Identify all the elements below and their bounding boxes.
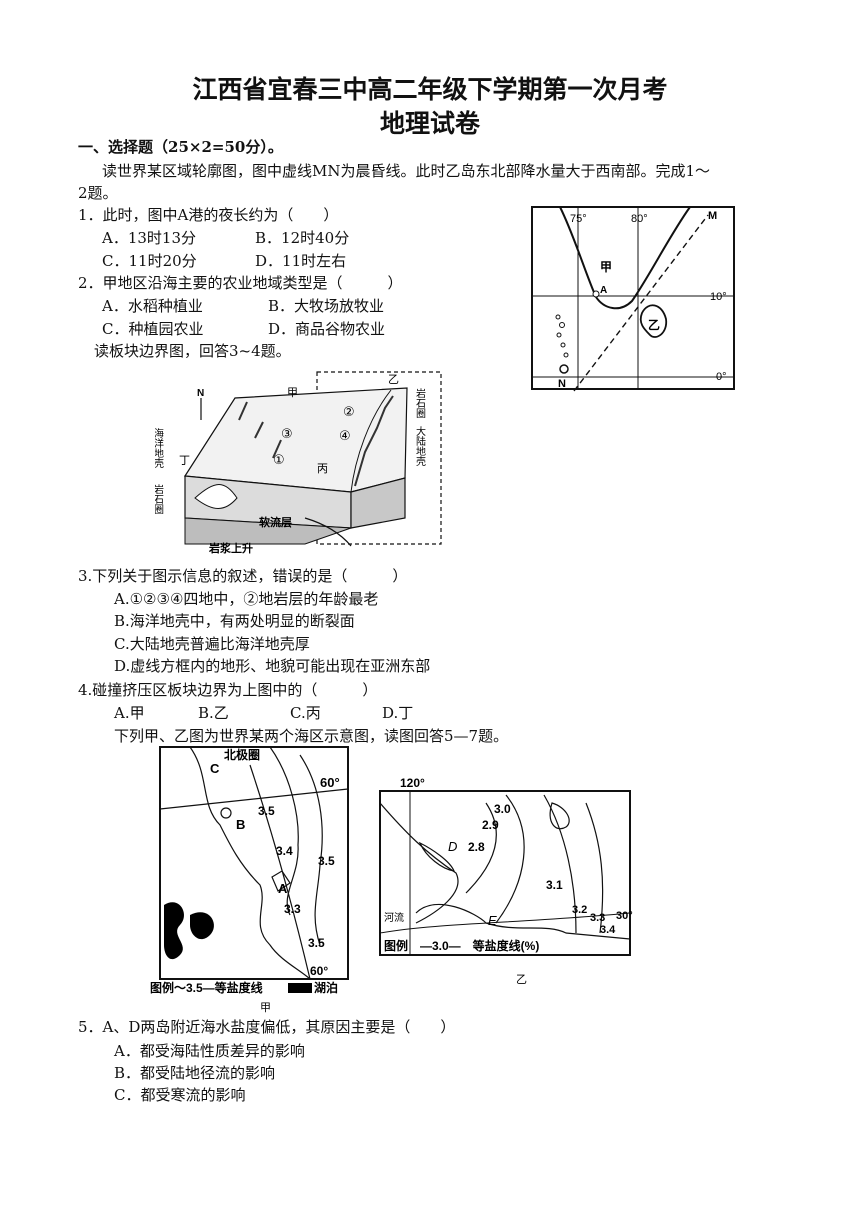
salinity-3-3: 3.3 (284, 902, 301, 916)
map-jia-caption: 甲 (260, 1002, 271, 1014)
legend-salinity: 图例～3.5—等盐度线 (150, 980, 263, 995)
lat-30-label: 30° (616, 910, 633, 922)
lon-120-label: 120° (400, 776, 425, 790)
question-3-option-d: D.虚线方框内的地形、地貌可能出现在亚洲东部 (114, 657, 431, 675)
lithosphere-right-label: 岩石圈 (414, 387, 426, 419)
question-4-option-b: B.乙 (198, 704, 229, 722)
question-1-option-c: C．11时20分 (102, 252, 197, 270)
label-circle-3: ③ (281, 426, 293, 441)
salinity-3-5-a: 3.5 (258, 804, 275, 818)
salinity-3-5-c: 3.5 (308, 936, 325, 950)
salinity-3-3: 3.3 (590, 912, 605, 924)
label-e: E (488, 913, 497, 928)
salinity-3-2: 3.2 (572, 904, 587, 916)
label-circle-1: ① (273, 452, 285, 467)
salinity-2-9: 2.9 (482, 818, 499, 832)
lat-0-label: 0° (716, 371, 727, 383)
lake-shape (164, 902, 185, 960)
question-5-option-c: C．都受寒流的影响 (114, 1086, 246, 1104)
ocean-crust-label: 海洋地壳 (155, 427, 164, 469)
label-jia: 甲 (287, 387, 298, 399)
arctic-circle-label: 北极圈 (224, 747, 260, 762)
plate-boundary-diagram: N 甲 乙 丙 丁 ① ② ③ ④ 海洋地壳 岩石圈 岩石圈 大陆地壳 软流层 … (155, 371, 442, 554)
question-1-stem: 1．此时，图中A港的夜长约为（ ） (78, 206, 339, 224)
label-a: A (600, 285, 607, 296)
lon-75-label: 75° (570, 213, 587, 225)
section-heading: 一、选择题（25×2=50分）。 (78, 138, 283, 156)
lat-60-top-label: 60° (320, 775, 340, 790)
salinity-3-4: 3.4 (600, 924, 616, 936)
question-3-stem: 3.下列关于图示信息的叙述，错误的是（ ） (78, 567, 408, 585)
lat-10-label: 10° (710, 291, 727, 303)
question-1-option-b: B．12时40分 (255, 229, 350, 247)
question-1-option-d: D．11时左右 (255, 252, 347, 270)
intro-text-cont: 2题。 (78, 184, 118, 202)
label-circle-2: ② (343, 404, 355, 419)
salinity-3-4: 3.4 (276, 844, 293, 858)
question-2-stem: 2．甲地区沿海主要的农业地域类型是（ ） (78, 274, 403, 292)
question-4-stem: 4.碰撞挤压区板块边界为上图中的（ ） (78, 681, 378, 699)
question-2-option-b: B．大牧场放牧业 (268, 297, 385, 315)
question-5-stem: 5．A、D两岛附近海水盐度偏低，其原因主要是（ ） (78, 1018, 456, 1036)
question-2-option-a: A．水稻种植业 (102, 297, 203, 315)
intro-text-2: 读板块边界图，回答3~4题。 (94, 342, 291, 360)
label-b: B (236, 817, 245, 832)
north-label: N (197, 388, 204, 399)
intro-text: 读世界某区域轮廓图，图中虚线MN为晨昏线。此时乙岛东北部降水量大于西南部。完成1… (102, 162, 711, 180)
label-d: D (448, 839, 457, 854)
sea-map-yi: 120° 3.0 2.9 D 2.8 3.1 E 3.2 3.3 3.4 30°… (379, 776, 633, 986)
label-circle-4: ④ (339, 428, 351, 443)
question-1-option-a: A．13时13分 (102, 229, 197, 247)
salinity-3-5-b: 3.5 (318, 854, 335, 868)
lat-60-bottom-label: 60° (310, 964, 328, 978)
region-outline-map: 75° 80° 10° 0° 甲 乙 A M N (531, 206, 735, 392)
label-bing: 丙 (317, 463, 328, 475)
lon-80-label: 80° (631, 213, 648, 225)
label-c: C (210, 761, 220, 776)
salinity-2-8: 2.8 (468, 840, 485, 854)
question-3-option-c: C.大陆地壳普遍比海洋地壳厚 (114, 635, 310, 653)
legend-salinity: 图例 —3.0— 等盐度线(%) (384, 938, 539, 953)
magma-label: 岩浆上升 (208, 541, 253, 554)
question-4-option-a: A.甲 (114, 704, 145, 722)
lithosphere-left-label: 岩石圈 (155, 483, 164, 515)
sea-map-jia: C 北极圈 B A 60° 3.5 3.4 3.5 3.3 3.5 60° 图例… (150, 746, 349, 1014)
label-ding: 丁 (179, 455, 190, 467)
question-3-option-b: B.海洋地壳中，有两处明显的断裂面 (114, 612, 355, 630)
question-5-option-a: A．都受海陆性质差异的影响 (114, 1042, 305, 1060)
question-2-option-d: D．商品谷物农业 (268, 320, 386, 338)
label-jia: 甲 (600, 260, 612, 274)
salinity-3-0: 3.0 (494, 802, 511, 816)
label-m: M (708, 210, 717, 222)
legend-lake-swatch (288, 983, 312, 993)
page-subtitle: 地理试卷 (379, 109, 480, 138)
river-label: 河流 (384, 911, 404, 924)
question-3-option-a: A.①②③④四地中，②地岩层的年龄最老 (114, 590, 379, 608)
intro-text-3: 下列甲、乙图为世界某两个海区示意图，读图回答5—7题。 (114, 727, 509, 745)
continental-crust-label: 大陆地壳 (414, 425, 426, 467)
label-n: N (558, 378, 566, 390)
question-4-option-d: D.丁 (382, 704, 414, 722)
map-yi-caption: 乙 (516, 973, 527, 986)
label-a: A (278, 881, 288, 896)
page-title: 江西省宜春三中高二年级下学期第一次月考 (192, 75, 668, 104)
label-yi: 乙 (648, 318, 660, 332)
question-5-option-b: B．都受陆地径流的影响 (114, 1064, 276, 1082)
salinity-3-1: 3.1 (546, 878, 563, 892)
asthenosphere-label: 软流层 (259, 515, 292, 529)
legend-lake-label: 湖泊 (314, 980, 338, 995)
label-yi: 乙 (388, 373, 399, 386)
question-4-option-c: C.丙 (290, 704, 321, 722)
question-2-option-c: C．种植园农业 (102, 320, 204, 338)
